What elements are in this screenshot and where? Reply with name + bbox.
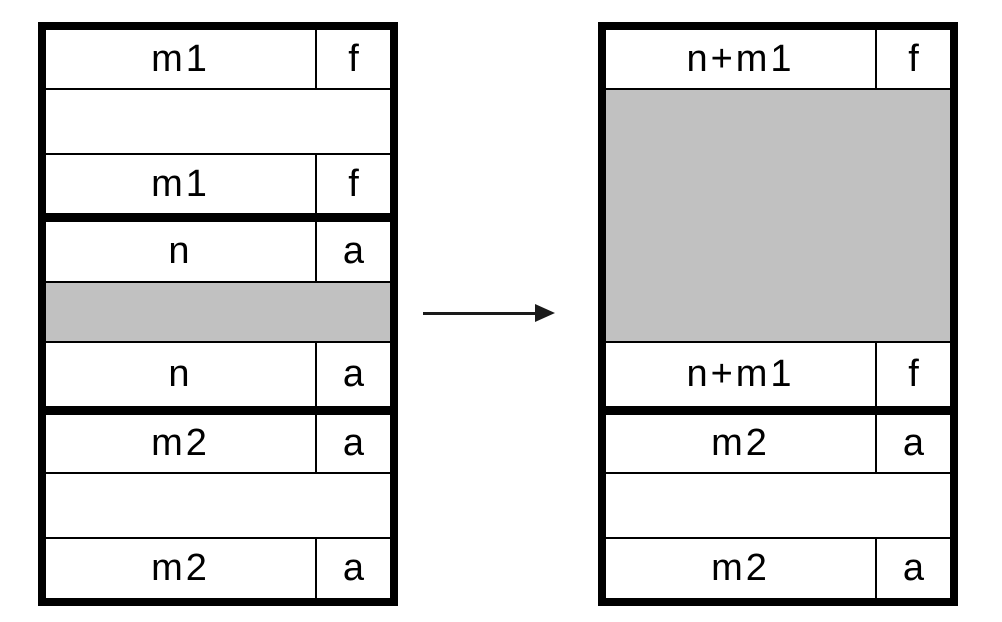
block-footer-row: n a: [46, 343, 390, 406]
block-footer-row: m2 a: [606, 539, 950, 598]
alloc-flag-cell: f: [875, 343, 950, 406]
thin-rule: [46, 88, 390, 90]
memory-box-before: m1 f m1 f n a n a m2 a m2: [38, 22, 398, 606]
payload-row: [46, 90, 390, 153]
size-field-cell: n+m1: [606, 343, 875, 406]
alloc-flag-cell: a: [875, 539, 950, 598]
thin-rule: [46, 153, 390, 155]
arrow-shaft: [423, 312, 537, 315]
alloc-flag-cell: a: [315, 222, 390, 281]
size-field-cell: m2: [46, 539, 315, 598]
alloc-flag-cell: f: [875, 30, 950, 88]
size-field-cell: n: [46, 343, 315, 406]
alloc-flag-cell: a: [315, 539, 390, 598]
thin-rule: [606, 537, 950, 539]
block-footer-row: n+m1 f: [606, 343, 950, 406]
block-header-row: m2 a: [606, 415, 950, 472]
payload-row: [46, 474, 390, 537]
block-header-row: n+m1 f: [606, 30, 950, 88]
alloc-flag-cell: f: [315, 30, 390, 88]
thin-rule: [46, 281, 390, 283]
alloc-flag-cell: a: [315, 343, 390, 406]
payload-row: [606, 474, 950, 537]
size-field-cell: m1: [46, 155, 315, 213]
block-footer-row: m1 f: [46, 155, 390, 213]
arrow-icon: [423, 304, 555, 323]
block-divider: [46, 213, 390, 222]
thin-rule: [46, 472, 390, 474]
shaded-payload-row: [46, 283, 390, 341]
thin-rule: [606, 341, 950, 343]
size-field-cell: n+m1: [606, 30, 875, 88]
size-field-cell: m2: [46, 415, 315, 472]
thin-rule: [46, 341, 390, 343]
block-footer-row: m2 a: [46, 539, 390, 598]
block-divider: [606, 406, 950, 415]
block-divider: [46, 406, 390, 415]
shaded-payload-row: [606, 90, 950, 341]
alloc-flag-cell: a: [315, 415, 390, 472]
thin-rule: [606, 472, 950, 474]
block-header-row: m1 f: [46, 30, 390, 88]
size-field-cell: m1: [46, 30, 315, 88]
arrow-head: [535, 304, 555, 322]
thin-rule: [606, 88, 950, 90]
alloc-flag-cell: f: [315, 155, 390, 213]
thin-rule: [46, 537, 390, 539]
size-field-cell: m2: [606, 415, 875, 472]
size-field-cell: m2: [606, 539, 875, 598]
size-field-cell: n: [46, 222, 315, 281]
memory-box-after: n+m1 f n+m1 f m2 a m2 a: [598, 22, 958, 606]
block-header-row: m2 a: [46, 415, 390, 472]
alloc-flag-cell: a: [875, 415, 950, 472]
block-header-row: n a: [46, 222, 390, 281]
